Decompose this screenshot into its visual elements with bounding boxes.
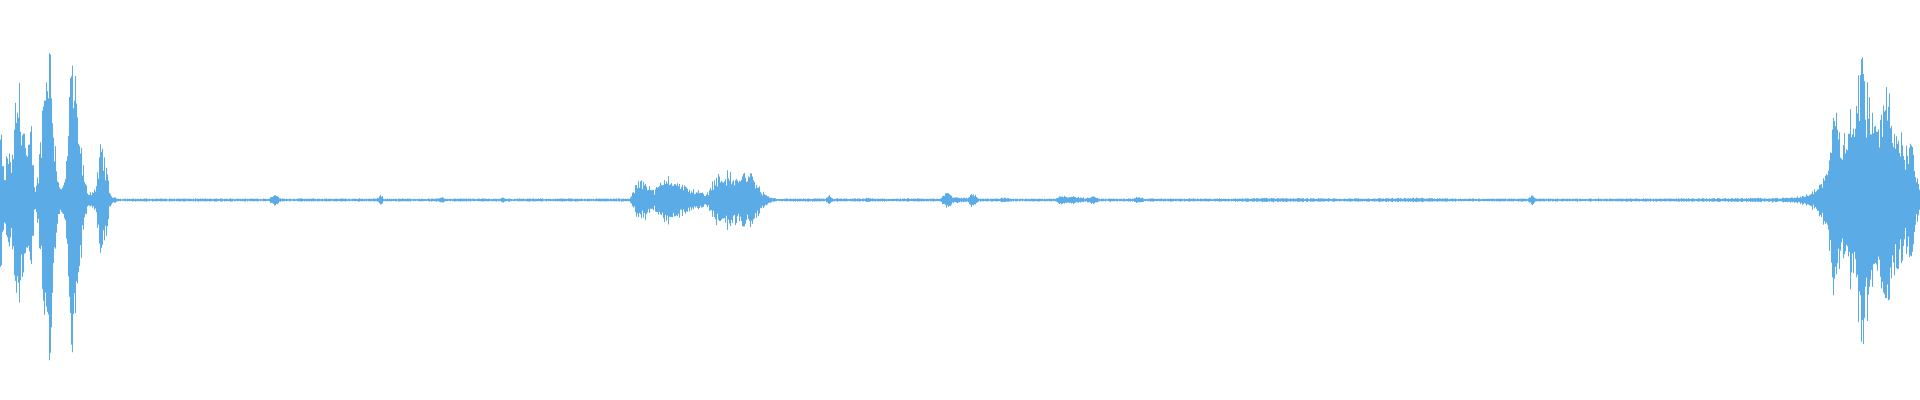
waveform-bars (0, 53, 1920, 361)
waveform-path (0, 53, 1920, 361)
